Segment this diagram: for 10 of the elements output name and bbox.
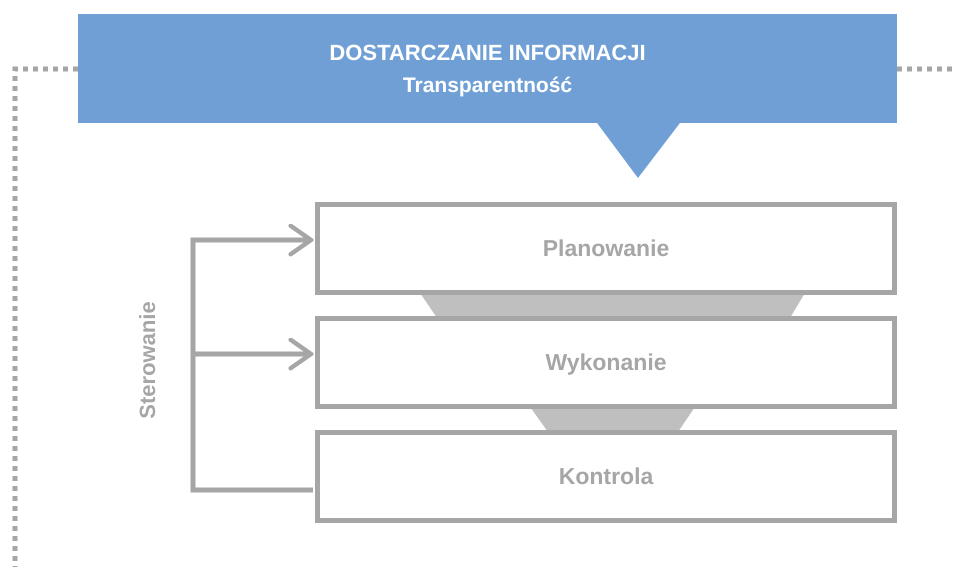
side-label: Sterowanie bbox=[135, 301, 161, 419]
callout-banner bbox=[78, 14, 897, 178]
banner-heading: DOSTARCZANIE INFORMACJI bbox=[329, 39, 646, 67]
process-label: Kontrola bbox=[558, 463, 654, 490]
process-box bbox=[315, 202, 897, 295]
process-box bbox=[315, 430, 897, 523]
process-label: Planowanie bbox=[542, 235, 670, 262]
process-label: Wykonanie bbox=[546, 349, 666, 376]
process-box bbox=[315, 316, 897, 409]
banner-subheading: Transparentność bbox=[402, 73, 572, 100]
